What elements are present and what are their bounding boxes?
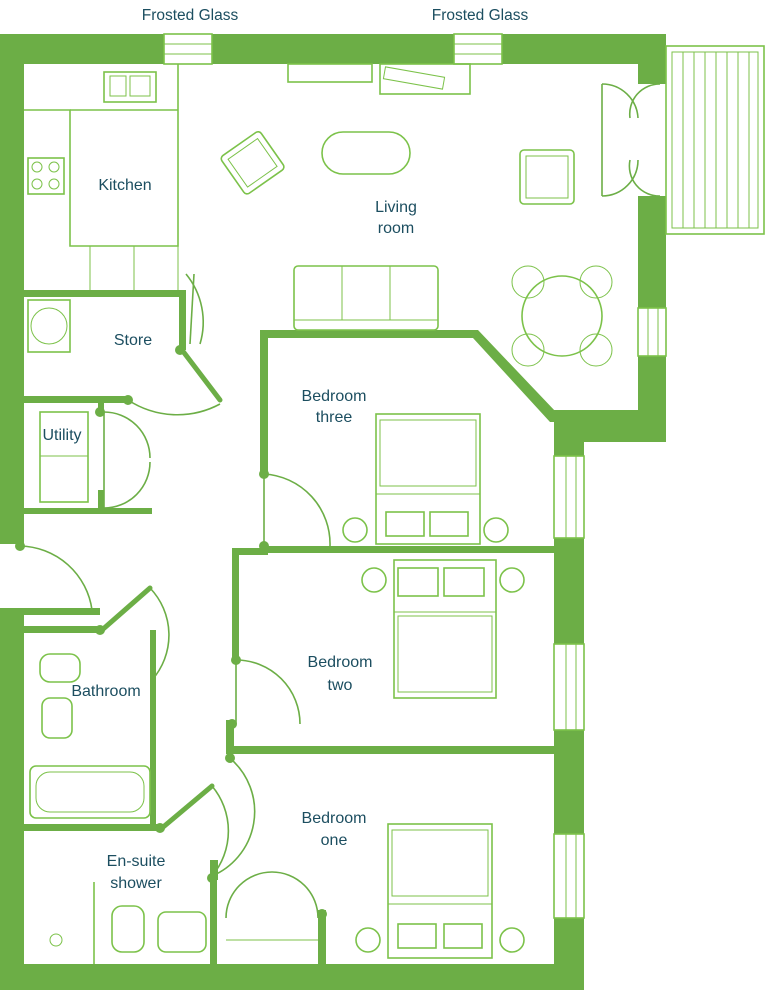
doors <box>15 83 661 919</box>
bathroom-label: Bathroom <box>71 683 140 700</box>
bedroom-two-label-line1: Bedroom <box>308 654 373 671</box>
bedroom-one-label-line2: one <box>321 832 348 849</box>
bedroom-three-label-line2: three <box>316 409 353 426</box>
bedroom-one-furniture <box>226 823 525 959</box>
frosted-glass-label-right: Frosted Glass <box>432 7 529 24</box>
bedroom-three-label-line1: Bedroom <box>302 388 367 405</box>
utility-label: Utility <box>42 427 81 444</box>
kitchen-units <box>24 64 179 290</box>
bedroom-three-furniture <box>342 413 509 545</box>
bedroom-one-label-line1: Bedroom <box>302 810 367 827</box>
kitchen-label: Kitchen <box>98 177 151 194</box>
living-furniture <box>220 63 613 367</box>
ensuite-label-line1: En-suite <box>107 853 166 870</box>
living-room-label-line2: room <box>378 220 414 237</box>
balcony-deck <box>665 45 765 235</box>
frosted-glass-label-left: Frosted Glass <box>142 7 239 24</box>
bedroom-two-label-line2: two <box>328 677 353 694</box>
ensuite-label-line2: shower <box>110 875 162 892</box>
bedroom-two-furniture <box>361 559 525 699</box>
ensuite-fixtures <box>49 882 207 964</box>
store-label: Store <box>114 332 152 349</box>
living-room-label-line1: Living <box>375 199 417 216</box>
internal-walls <box>0 290 556 966</box>
external-walls <box>0 34 666 990</box>
bathroom-fixtures <box>29 653 151 819</box>
store-utility-fixtures <box>27 299 89 503</box>
windows <box>163 33 667 919</box>
